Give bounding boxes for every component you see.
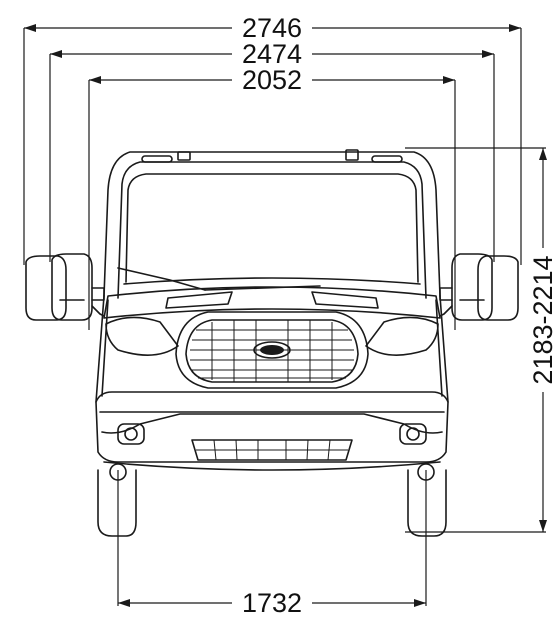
dim-label-2474: 2474	[242, 39, 302, 69]
left-mirror-group	[25, 253, 105, 321]
van-outline	[95, 149, 449, 537]
dimension-2474: 2474	[49, 39, 495, 262]
dimension-height: 2183-2214	[405, 147, 558, 533]
dim-label-2746: 2746	[242, 13, 302, 43]
dimension-2746: 2746	[23, 13, 522, 265]
dimension-1732: 1732	[117, 470, 427, 618]
right-mirror-group	[439, 253, 519, 321]
dim-label-1732: 1732	[242, 588, 302, 618]
dimension-2052: 2052	[88, 65, 456, 330]
dim-label-2052: 2052	[242, 65, 302, 95]
dim-label-height: 2183-2214	[528, 255, 558, 384]
